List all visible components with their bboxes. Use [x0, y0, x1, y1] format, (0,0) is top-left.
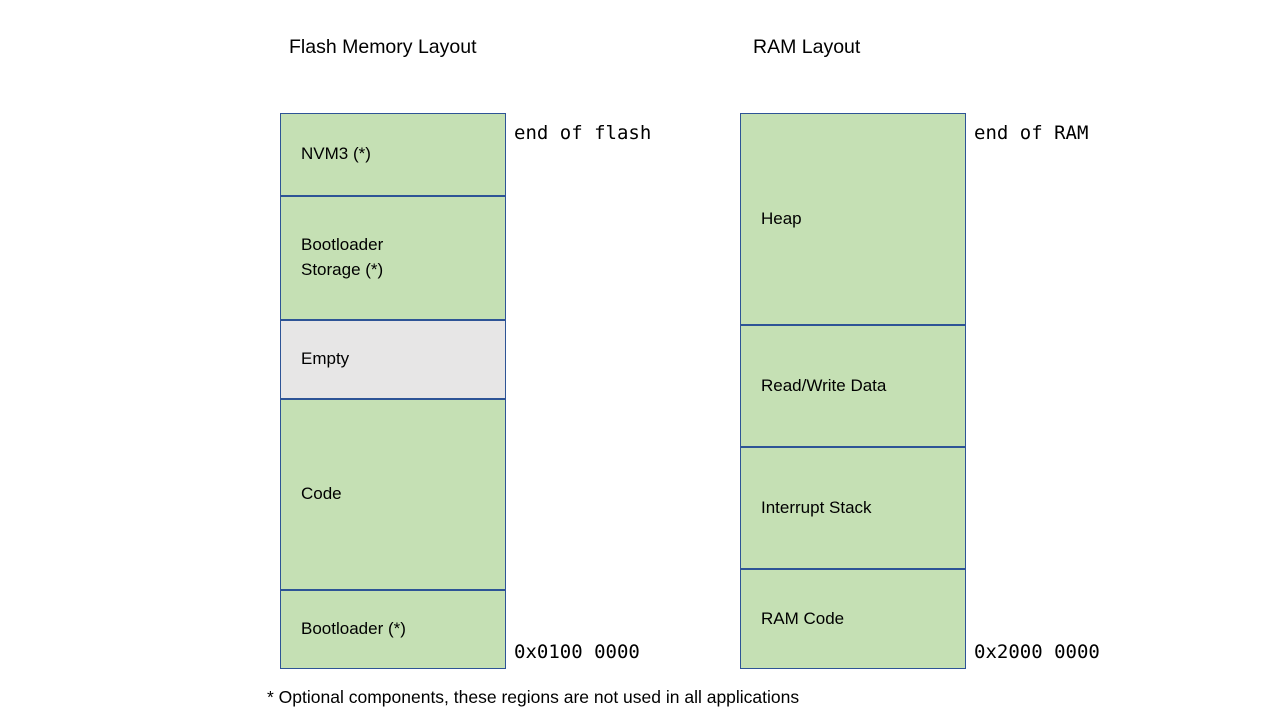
- flash-memory-layout-title: Flash Memory Layout: [289, 36, 477, 58]
- ram-region-read-write-data-label: Read/Write Data: [761, 375, 887, 395]
- flash-end-address-annotation: end of flash: [514, 122, 652, 144]
- ram-region-ram-code-label: RAM Code: [761, 608, 845, 628]
- flash-region-nvm3: NVM3 (*): [280, 113, 506, 196]
- ram-region-heap: Heap: [740, 113, 966, 325]
- flash-region-bootloader-label: Bootloader (*): [301, 619, 406, 639]
- flash-region-empty: Empty: [280, 320, 506, 399]
- ram-region-ram-code: RAM Code: [740, 569, 966, 669]
- ram-column: Heap Read/Write Data Interrupt Stack RAM…: [740, 113, 966, 669]
- flash-region-nvm3-label: NVM3 (*): [301, 144, 371, 164]
- ram-region-interrupt-stack: Interrupt Stack: [740, 447, 966, 569]
- ram-layout-title: RAM Layout: [753, 36, 861, 58]
- flash-region-code: Code: [280, 399, 506, 590]
- ram-end-address-annotation: end of RAM: [974, 122, 1089, 144]
- ram-region-interrupt-stack-label: Interrupt Stack: [761, 497, 872, 517]
- flash-memory-column: NVM3 (*) Bootloader Storage (*) Empty Co…: [280, 113, 506, 669]
- optional-components-footnote: * Optional components, these regions are…: [267, 687, 800, 707]
- ram-region-read-write-data: Read/Write Data: [740, 325, 966, 447]
- ram-region-heap-label: Heap: [761, 208, 802, 228]
- flash-base-address-annotation: 0x0100 0000: [514, 641, 640, 663]
- flash-region-code-label: Code: [301, 484, 342, 504]
- ram-base-address-annotation: 0x2000 0000: [974, 641, 1100, 663]
- flash-region-bootloader: Bootloader (*): [280, 590, 506, 669]
- flash-region-bootloader-storage-label: Bootloader Storage (*): [301, 235, 384, 279]
- flash-region-bootloader-storage: Bootloader Storage (*): [280, 196, 506, 320]
- flash-region-empty-label: Empty: [301, 349, 350, 369]
